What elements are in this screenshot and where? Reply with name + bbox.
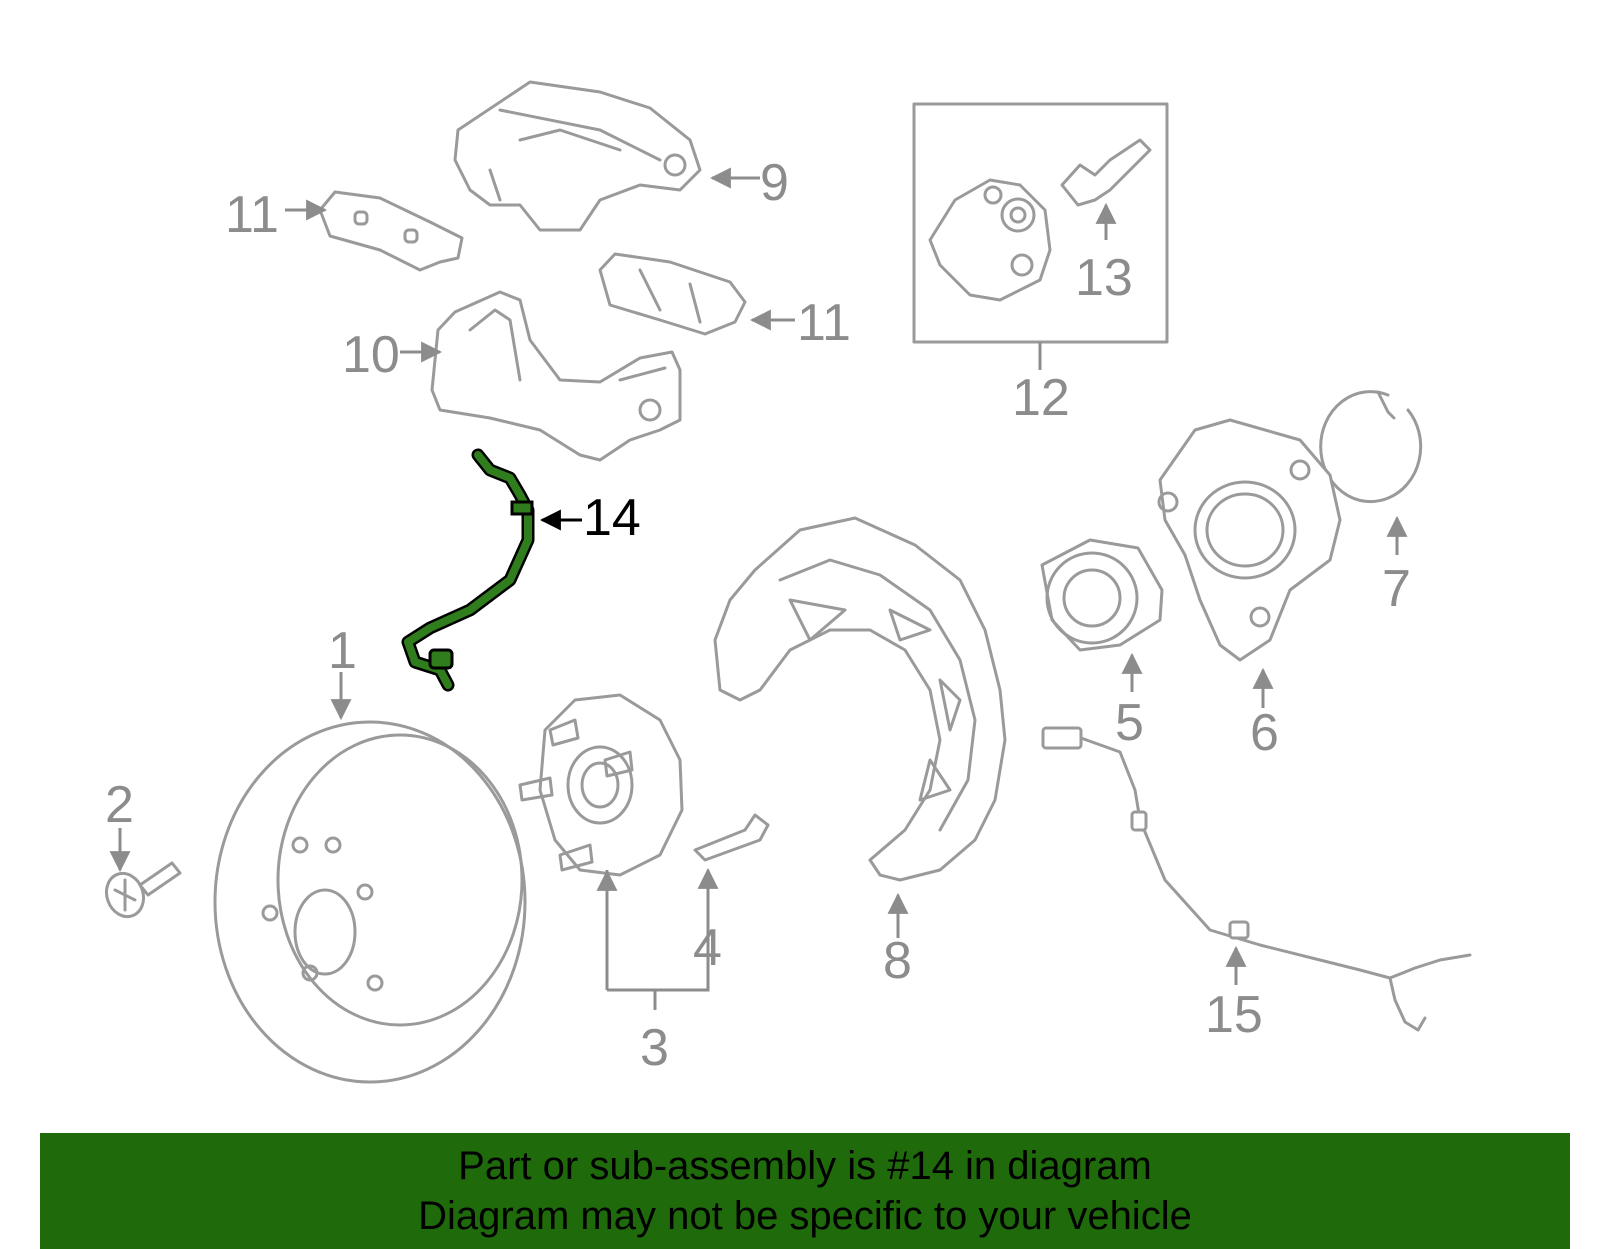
bolt-13-part[interactable] xyxy=(1060,138,1152,240)
bearing-housing-part[interactable] xyxy=(1157,418,1342,708)
brake-hose-part-14[interactable] xyxy=(401,448,582,692)
caliper-bracket-part[interactable] xyxy=(430,290,682,462)
callout-4: 4 xyxy=(693,919,722,977)
rotor-screw-part[interactable] xyxy=(101,828,182,922)
callout-1: 1 xyxy=(328,622,357,680)
brake-rotor-part[interactable] xyxy=(213,672,527,1084)
callout-15: 15 xyxy=(1205,986,1263,1044)
callout-12: 12 xyxy=(1012,369,1070,427)
assembly-box-12[interactable] xyxy=(912,102,1169,370)
wheel-hub-part[interactable] xyxy=(518,693,710,1010)
callout-8: 8 xyxy=(883,932,912,990)
wheel-stud-part[interactable] xyxy=(693,813,770,932)
callout-11-upper: 11 xyxy=(225,186,279,244)
callout-14: 14 xyxy=(583,489,641,547)
abs-sensor-part[interactable] xyxy=(1041,726,1472,1032)
callout-2: 2 xyxy=(105,776,134,834)
brake-pad-lower[interactable] xyxy=(598,252,747,336)
snap-ring-part[interactable] xyxy=(1319,390,1423,555)
callout-9: 9 xyxy=(760,154,789,212)
callout-13: 13 xyxy=(1075,249,1133,307)
caliper-part[interactable] xyxy=(453,80,702,232)
callout-6: 6 xyxy=(1250,704,1279,762)
brake-pad-upper[interactable] xyxy=(318,190,464,272)
info-banner: Part or sub-assembly is #14 in diagram D… xyxy=(40,1133,1570,1249)
callout-5: 5 xyxy=(1115,694,1144,752)
callout-7: 7 xyxy=(1382,560,1411,618)
banner-line-2: Diagram may not be specific to your vehi… xyxy=(418,1194,1192,1238)
callout-11-lower: 11 xyxy=(797,294,851,352)
callout-3: 3 xyxy=(640,1019,669,1077)
wheel-bearing-part[interactable] xyxy=(1040,538,1164,692)
banner-line-1: Part or sub-assembly is #14 in diagram xyxy=(458,1144,1152,1188)
dust-shield-part[interactable] xyxy=(713,516,1007,938)
callout-10: 10 xyxy=(342,326,400,384)
